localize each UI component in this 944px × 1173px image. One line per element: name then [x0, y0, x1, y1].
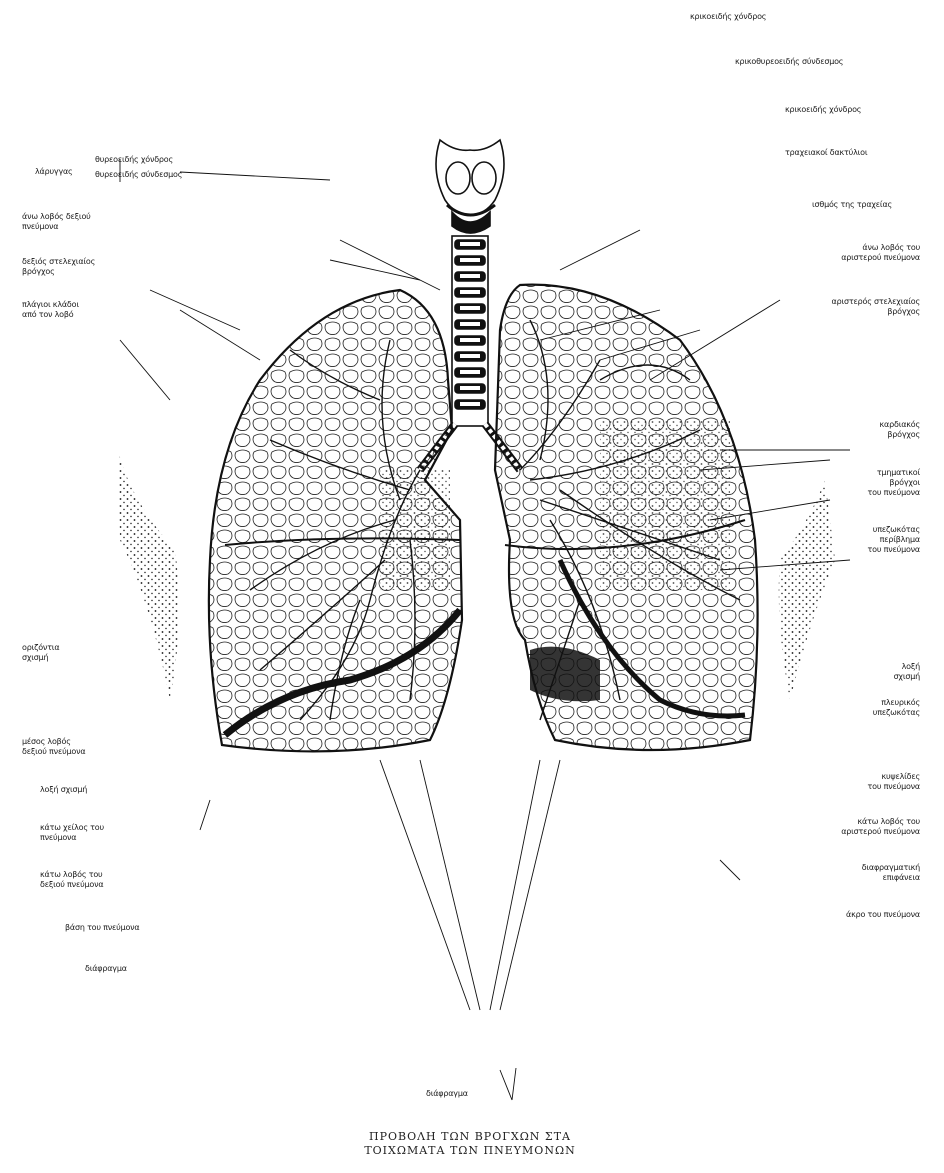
label-cricoid-cartilage-2: κρικοειδής χόνδρος: [785, 105, 861, 115]
label-costal-pleura: πλευρικός υπεζωκότας: [820, 698, 920, 718]
label-thyroid-cartilage: θυρεοειδής χόνδρος: [95, 155, 173, 165]
label-left-upper-lobe: άνω λοβός του αριστερού πνεύμονα: [790, 243, 920, 263]
label-lung-apex: άκρο του πνεύμονα: [780, 910, 920, 920]
label-diaphragm-left: διάφραγμα: [85, 964, 127, 974]
label-right-main-bronchus: δεξιός στελεχιαίος βρόγχος: [22, 257, 95, 277]
label-diaphragmatic-surface: διαφραγματική επιφάνεια: [800, 863, 920, 883]
larynx: [436, 140, 504, 233]
label-oblique-fissure: λοξή σχισμή: [40, 785, 87, 795]
label-larynx: λάρυγγας: [35, 167, 73, 177]
label-inferior-margin: κάτω χείλος του πνεύμονα: [40, 823, 104, 843]
label-left-lower-lobe: κάτω λοβός του αριστερού πνεύμονα: [790, 817, 920, 837]
label-segmental-bronchi: τμηματικοί βρόγχοι του πνεύμονα: [840, 468, 920, 498]
label-left-main-bronchus: αριστερός στελεχιαίος βρόγχος: [790, 297, 920, 317]
label-isthmus: ισθμός της τραχείας: [812, 200, 892, 210]
label-pleura: υπεζωκότας περίβλημα του πνεύμονα: [830, 525, 920, 555]
label-diaphragm-bottom: διάφραγμα: [426, 1089, 468, 1099]
left-lung: [495, 285, 758, 750]
label-tracheal-rings: τραχειακοί δακτύλιοι: [785, 148, 867, 158]
right-lung: [209, 290, 462, 751]
label-right-middle-lobe: μέσος λοβός δεξιού πνεύμονα: [22, 737, 85, 757]
label-lateral-branches: πλάγιοι κλάδοι από τον λοβό: [22, 300, 79, 320]
label-left-oblique-fissure: λοξή σχισμή: [860, 662, 920, 682]
label-cricoid-cartilage: κρικοειδής χόνδρος: [690, 12, 766, 22]
label-cardiac-bronchus: καρδιακός βρόγχος: [840, 420, 920, 440]
label-right-upper-lobe: άνω λοβός δεξιού πνεύμονα: [22, 212, 91, 232]
figure-caption: ΠΡΟΒΟΛΗ ΤΩΝ ΒΡΟΓΧΩΝ ΣΤΑ ΤΟΙΧΩΜΑΤΑ ΤΩΝ ΠΝ…: [250, 1130, 690, 1158]
label-thyroid-ligament: θυρεοειδής σύνδεσμος: [95, 170, 182, 180]
label-alveoli: κυψελίδες του πνεύμονα: [820, 772, 920, 792]
label-cricothyroid-ligament: κρικοθυρεοειδής σύνδεσμος: [735, 57, 843, 67]
label-horizontal-fissure: οριζόντια σχισμή: [22, 643, 59, 663]
label-base-of-lung: βάση του πνεύμονα: [65, 923, 140, 933]
label-right-lower-lobe: κάτω λοβός του δεξιού πνεύμονα: [40, 870, 103, 890]
left-pleura-shading: [779, 480, 835, 700]
right-pleura-shading: [118, 450, 179, 700]
